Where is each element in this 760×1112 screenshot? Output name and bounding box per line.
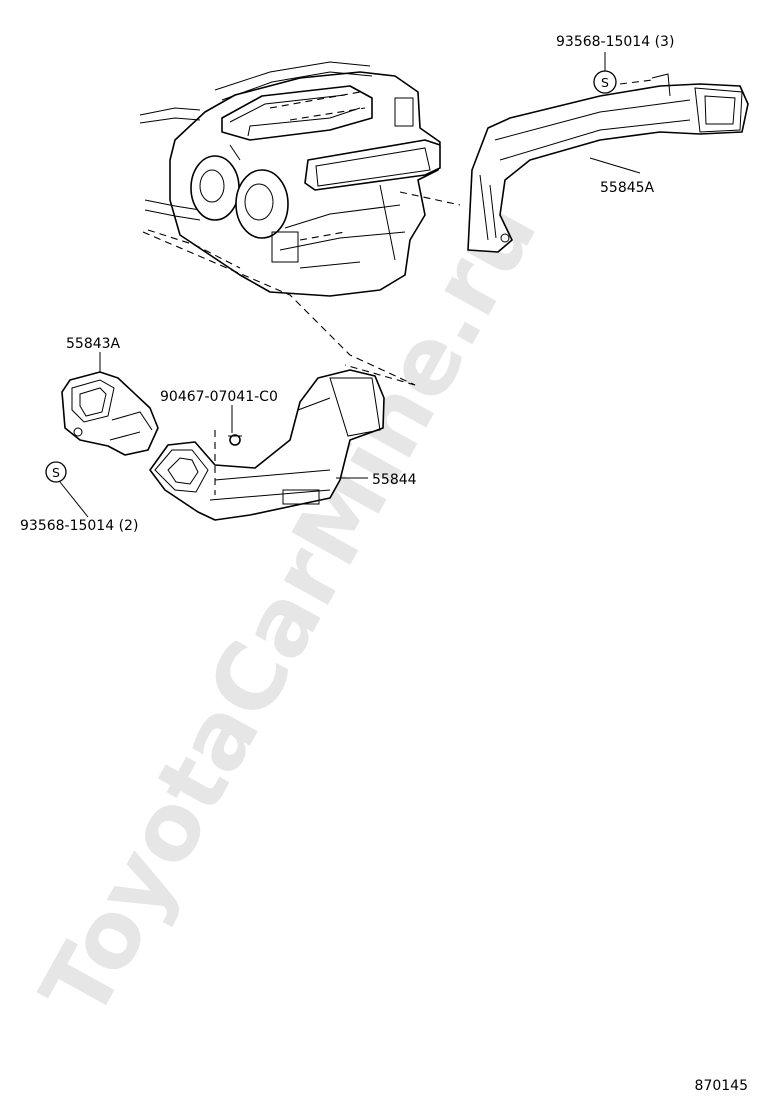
screw-symbol-bottom: S	[45, 461, 67, 483]
clip-part	[214, 430, 242, 495]
relation-line-right	[344, 364, 416, 386]
diagram-code: 870145	[695, 1078, 748, 1094]
leader-screw-bottom	[59, 481, 89, 518]
label-55843a: 55843A	[66, 336, 121, 352]
label-clip: 90467-07041-C0	[160, 389, 278, 405]
watermark-text: ToyotaCarMine.ru	[21, 184, 558, 1036]
heater-unit-assembly	[139, 61, 461, 297]
label-55845a: 55845A	[600, 180, 655, 196]
relation-line-left	[142, 231, 416, 386]
label-screw-bottom: 93568-15014 (2)	[20, 518, 138, 534]
screw-symbol-top: S	[593, 70, 617, 94]
duct-55843a	[61, 371, 159, 456]
screw-s-letter: S	[52, 465, 60, 480]
leader-55845a	[589, 157, 641, 174]
label-55844: 55844	[372, 472, 417, 488]
duct-55845a	[467, 73, 749, 253]
label-screw-top: 93568-15014 (3)	[556, 34, 674, 50]
screw-s-letter: S	[601, 75, 609, 90]
duct-55844	[149, 369, 385, 521]
